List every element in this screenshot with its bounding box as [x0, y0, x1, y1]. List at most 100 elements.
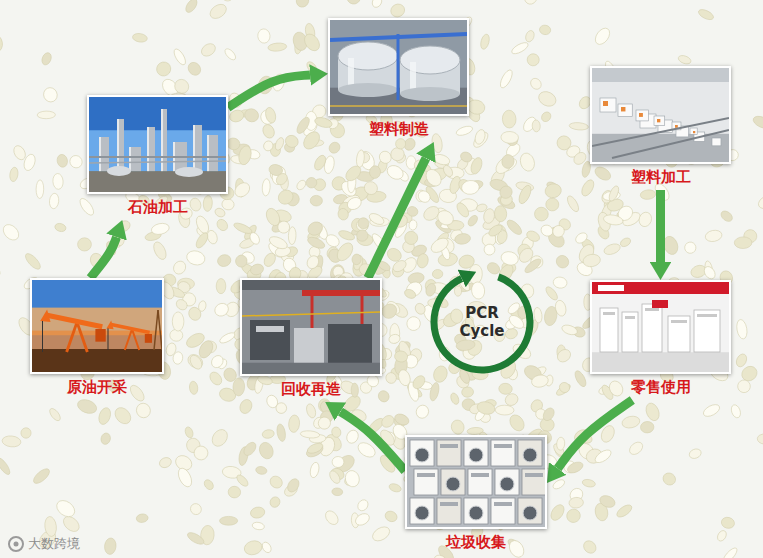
plastic-pellet	[233, 378, 245, 396]
plastic-pellet	[582, 478, 596, 488]
plastic-pellet	[306, 235, 326, 251]
photo-shape	[32, 280, 162, 372]
plastic-pellet	[288, 415, 300, 433]
photo-shape	[242, 280, 380, 374]
plastic-pellet	[268, 234, 290, 251]
plastic-pellet	[22, 153, 37, 172]
plastic-pellet	[541, 406, 556, 423]
plastic-pellet	[235, 473, 250, 488]
photo-shape	[494, 444, 512, 448]
plastic-pellet	[23, 251, 43, 271]
plastic-pellet	[76, 397, 99, 416]
step-caption: 石油加工	[128, 198, 188, 216]
photo-shape	[414, 469, 438, 495]
plastic-pellet	[379, 413, 396, 430]
plastic-pellet	[367, 211, 385, 226]
plastic-pellet	[525, 229, 541, 244]
plastic-pellet	[431, 133, 444, 154]
plastic-pellet	[54, 222, 67, 232]
plastic-pellet	[506, 538, 526, 558]
plastic-pellet	[431, 364, 449, 384]
plastic-pellet	[136, 513, 149, 523]
photo-shape	[592, 282, 729, 372]
photo-shape	[618, 104, 632, 116]
cycle-label: PCR Cycle	[447, 304, 517, 340]
plastic-pellet	[429, 235, 451, 255]
plastic-pellet	[9, 167, 19, 182]
photo-shape	[348, 58, 354, 88]
photo-shape	[712, 138, 721, 146]
plastic-pellet	[719, 209, 734, 224]
plastic-pellet	[377, 149, 394, 166]
plastic-pellet	[185, 249, 206, 267]
plastic-pellet	[184, 0, 200, 14]
plastic-pellet	[134, 401, 152, 420]
plastic-pellet	[574, 231, 589, 246]
photo-shape	[523, 448, 537, 462]
plastic-pellet	[751, 114, 763, 131]
plastic-pellet	[734, 237, 752, 249]
plastic-pellet	[593, 164, 613, 182]
photo-shape	[468, 469, 492, 495]
photo-shape	[652, 300, 668, 308]
plastic-pellet	[300, 430, 320, 439]
photo-shape	[592, 68, 729, 162]
photo-shape	[129, 147, 141, 171]
plastic-pellet	[384, 371, 398, 385]
plastic-pellet	[67, 153, 84, 170]
plastic-pellet	[37, 111, 55, 119]
plastic-pellet	[518, 151, 537, 173]
plastic-pellet	[569, 122, 589, 131]
plastic-pellet	[395, 138, 405, 149]
plastic-pellet	[345, 428, 361, 445]
plastic-pellet	[49, 193, 60, 209]
plastic-pellet	[268, 42, 287, 52]
plastic-pellet	[561, 323, 579, 336]
plastic-pellet	[581, 538, 598, 555]
photo-line	[242, 312, 380, 316]
plastic-pellet	[697, 8, 715, 22]
plastic-pellet	[414, 403, 430, 420]
plastic-pellet	[501, 131, 519, 144]
photo-shape	[518, 498, 542, 524]
plastic-pellet	[306, 441, 324, 455]
plastic-pellet	[389, 2, 407, 19]
photo-shape	[415, 506, 429, 520]
cycle-ring	[434, 277, 530, 370]
plastic-pellet	[413, 302, 427, 316]
plastic-pellet	[619, 236, 632, 248]
photo-shape	[518, 440, 542, 466]
photo-shape	[129, 147, 131, 171]
photo-shape	[675, 125, 678, 128]
plastic-pellet	[56, 153, 69, 168]
photo-shape	[441, 469, 465, 495]
plastic-pellet	[424, 282, 437, 297]
photo-shape	[95, 329, 105, 342]
photo-shape	[697, 314, 717, 317]
photo-line	[154, 310, 158, 350]
plastic-pellet	[485, 260, 502, 276]
plastic-pellet	[262, 178, 271, 196]
plastic-pellet	[196, 338, 215, 360]
photo-illustration	[590, 66, 731, 164]
plastic-pellet	[607, 185, 620, 203]
plastic-pellet	[184, 426, 195, 439]
step-caption: 原油开采	[67, 378, 127, 396]
plastic-pellet	[556, 437, 565, 451]
flow-arrow	[228, 75, 310, 108]
plastic-pellet	[345, 195, 363, 212]
photo-shape	[469, 506, 483, 520]
plastic-pellet	[525, 51, 542, 68]
plastic-pellet	[455, 201, 471, 219]
photo-shape	[175, 167, 203, 177]
photo-shape	[464, 440, 488, 466]
plastic-pellet	[524, 29, 535, 43]
plastic-pellet	[376, 389, 391, 404]
plastic-pellet	[186, 530, 206, 546]
step-caption: 零售使用	[631, 378, 691, 396]
plastic-pellet	[573, 369, 588, 388]
photo-line	[592, 118, 729, 146]
plastic-pellet	[557, 380, 571, 394]
plastic-pellet	[228, 486, 241, 499]
